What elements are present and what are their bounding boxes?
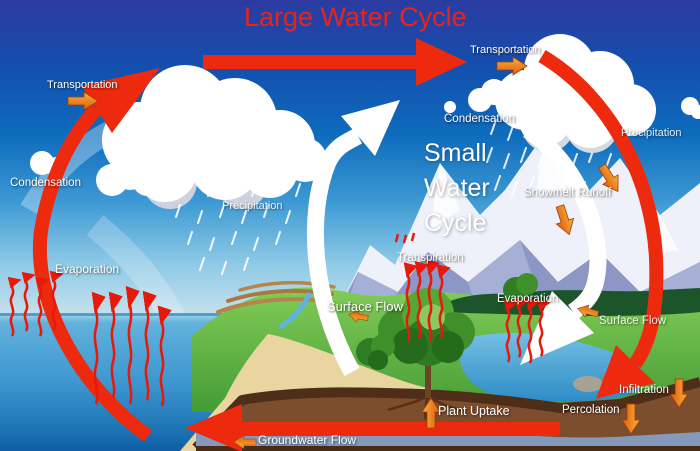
- label-transpiration: Transpiration: [397, 252, 464, 264]
- river: [278, 291, 313, 330]
- label-infiltration: Infiltration: [619, 384, 669, 396]
- label-precipitation-right: Precipitation: [621, 127, 682, 139]
- bush-left: [356, 334, 395, 370]
- label-evaporation-left: Evaporation: [55, 262, 120, 276]
- small-cycle-title-line3: Cycle: [424, 209, 487, 237]
- label-surface-flow-left: Surface Flow: [327, 299, 403, 314]
- small-cycle-title-line1: Small: [424, 139, 487, 167]
- rain-left: [175, 177, 301, 275]
- transpiration-arrows: [394, 232, 444, 344]
- horizon-line: [0, 313, 380, 316]
- tree-right: [503, 273, 538, 309]
- large-cycle-bottom-arrow: [185, 404, 560, 451]
- small-cycle-arrows: [306, 100, 607, 377]
- rocks: [573, 376, 603, 392]
- label-snowmelt-runoff: Snowmelt Runoff: [524, 187, 612, 199]
- label-surface-flow-right: Surface Flow: [599, 315, 667, 327]
- large-cycle-arrows: [32, 38, 664, 442]
- label-transportation-left: Transportation: [47, 79, 118, 91]
- cloud-small-left: [30, 151, 161, 196]
- label-evaporation-right: Evaporation: [497, 293, 559, 305]
- label-transportation-right: Transportation: [470, 44, 541, 56]
- clouds-condensation-small: [444, 79, 700, 119]
- label-condensation-left: Condensation: [10, 177, 81, 189]
- label-percolation: Percolation: [562, 404, 620, 416]
- large-cycle-title: Large Water Cycle: [244, 2, 467, 32]
- label-groundwater-flow: Groundwater Flow: [258, 433, 357, 447]
- cloud-large-left: [102, 65, 327, 209]
- small-cycle-title-line2: Water: [424, 174, 490, 202]
- small-cycle-title: Small Water Cycle: [424, 136, 490, 241]
- label-condensation-middle: Condensation: [444, 113, 515, 125]
- label-precipitation-left: Precipitation: [222, 200, 283, 212]
- label-plant-uptake: Plant Uptake: [438, 404, 510, 418]
- forest-strip: [430, 288, 700, 316]
